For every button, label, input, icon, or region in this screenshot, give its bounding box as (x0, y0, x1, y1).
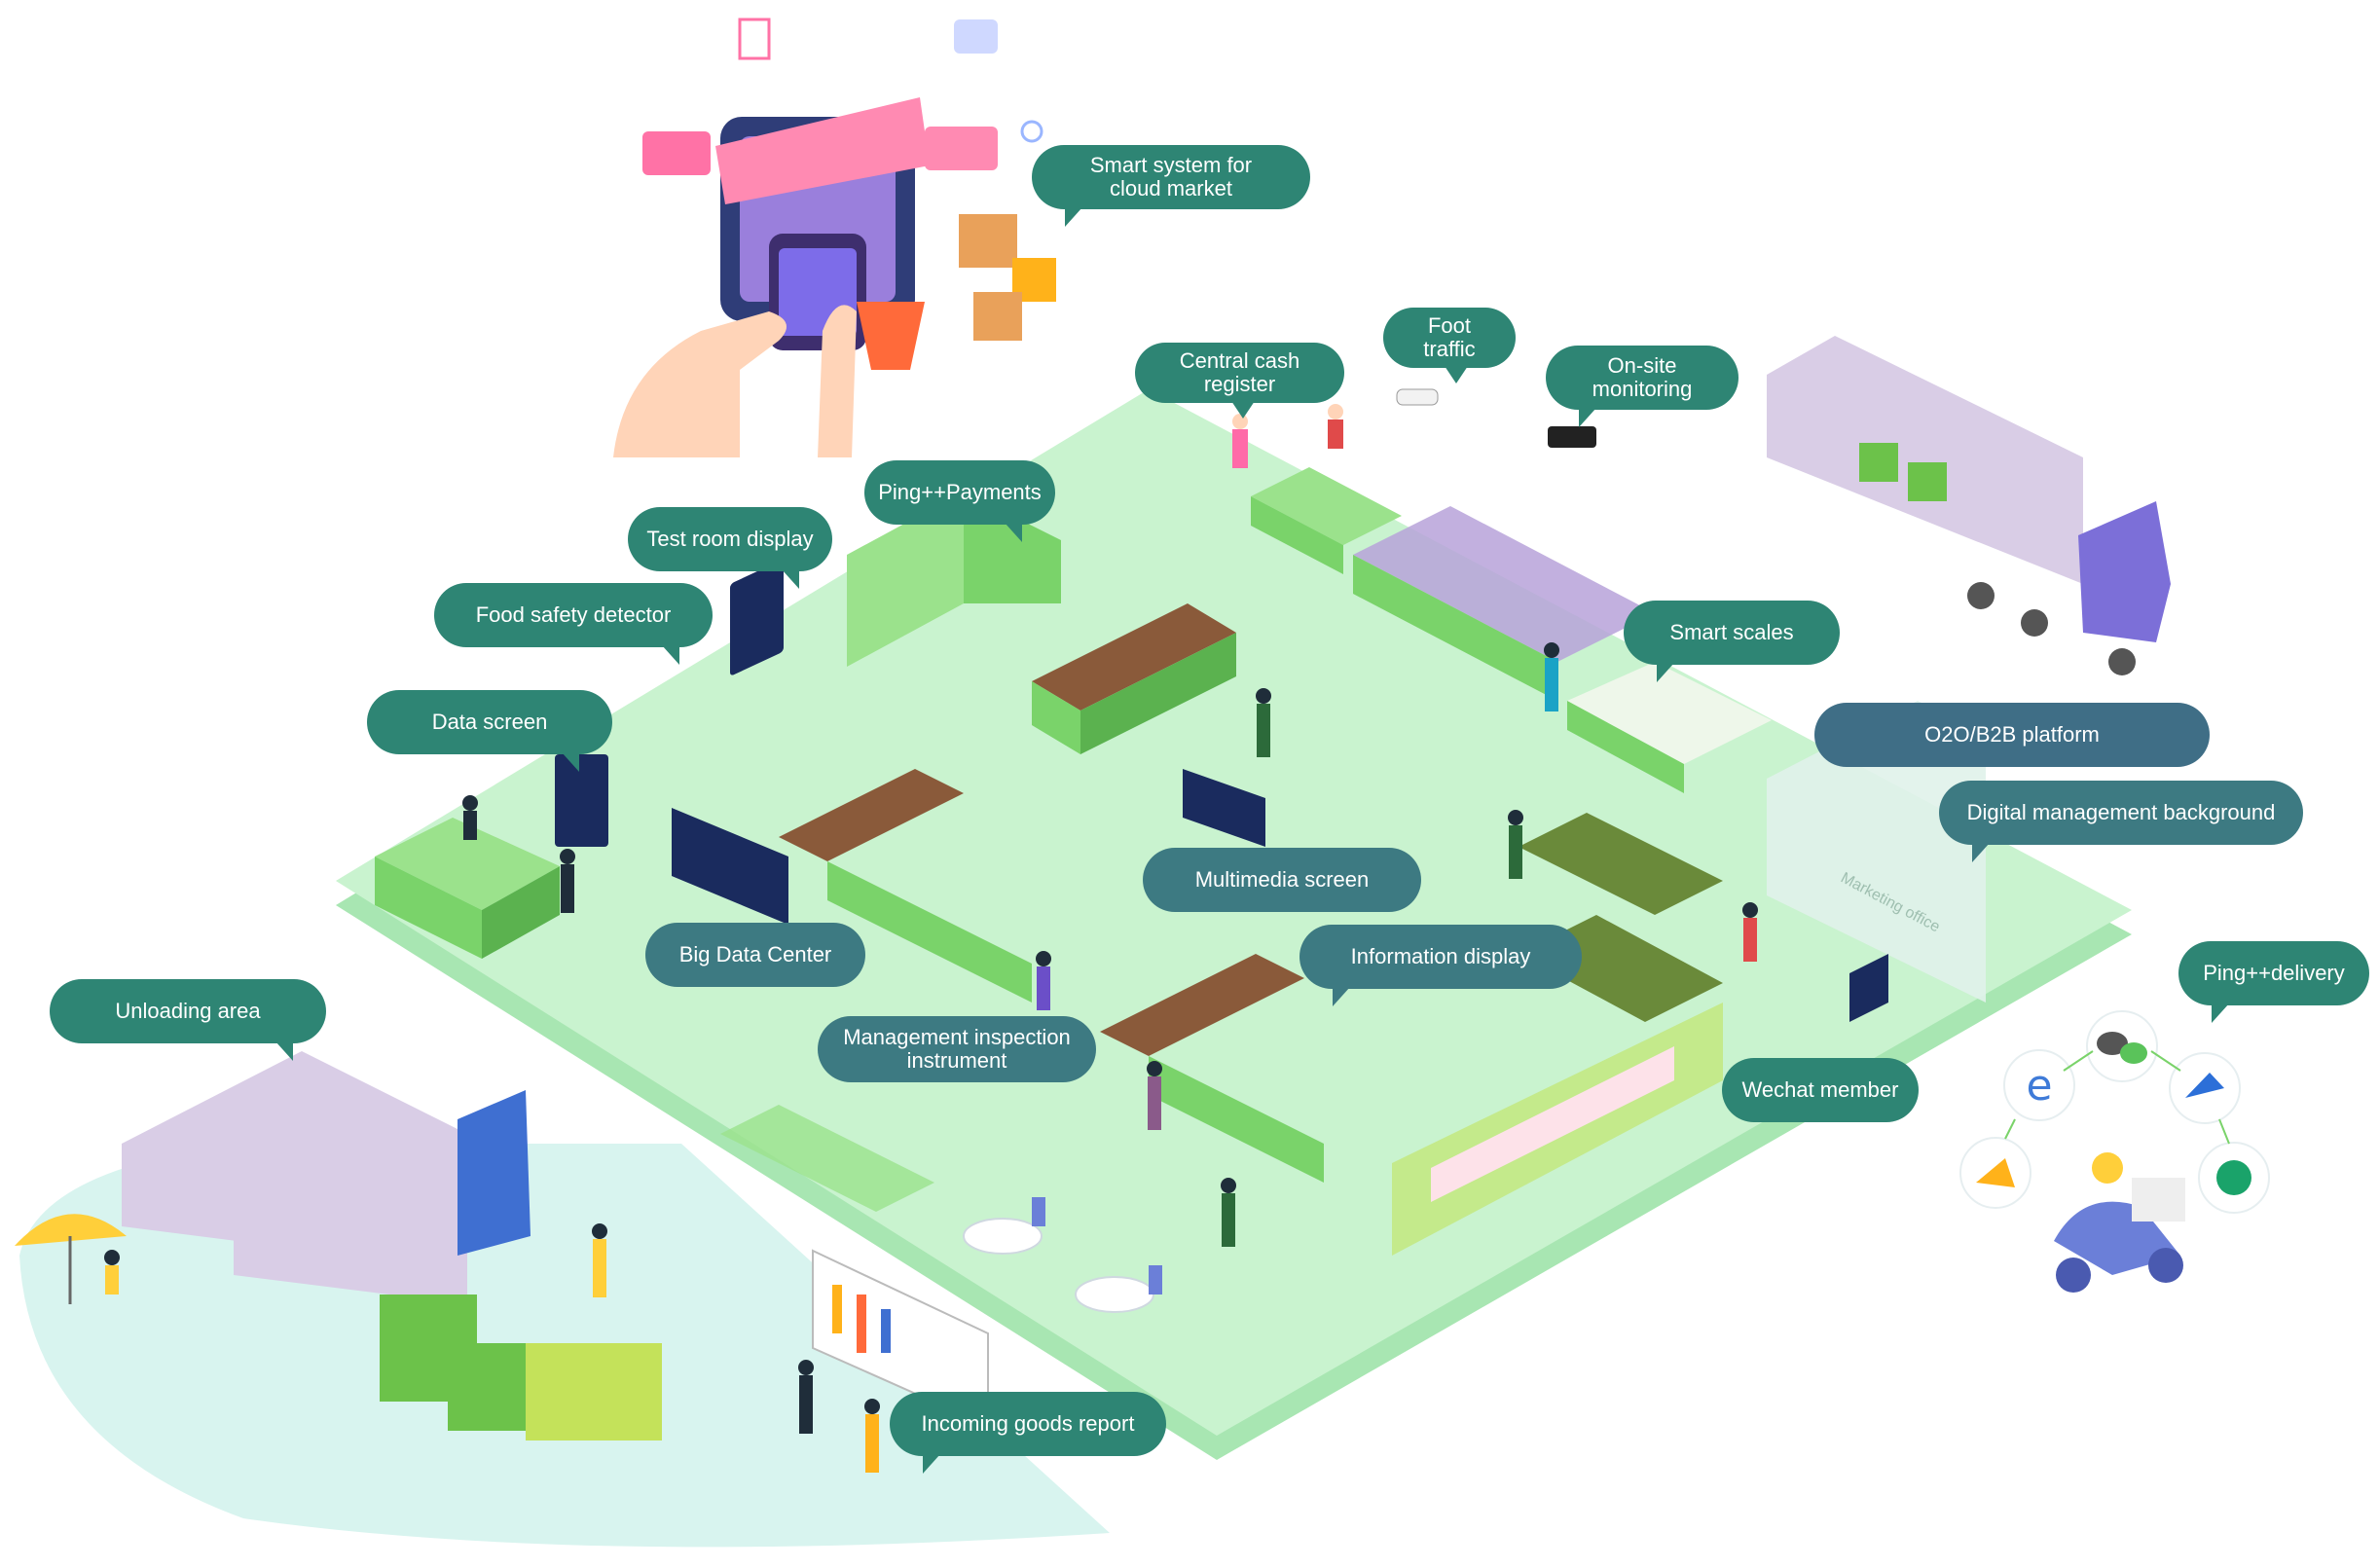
label-incoming-goods-report: Incoming goods report (890, 1392, 1166, 1474)
label-wechat-member: Wechat member (1722, 1058, 1919, 1122)
label-smart-scales: Smart scales (1624, 601, 1840, 682)
cameras (1396, 388, 1596, 448)
delivery-scooter (2054, 1152, 2185, 1293)
floor-platform (336, 389, 2132, 1460)
people (104, 404, 1758, 1473)
label-multimedia-screen: Multimedia screen (1143, 848, 1421, 912)
label-unloading-area: Unloading area (50, 979, 326, 1061)
label-information-display: Information display (1299, 925, 1582, 1006)
label-o2o-b2b-platform: O2O/B2B platform (1814, 703, 2210, 767)
label-central-cash-register: Central cash register (1135, 343, 1344, 419)
label-food-safety-detector: Food safety detector (434, 583, 713, 665)
label-ping-payments: Ping++Payments (864, 460, 1055, 542)
delivery-truck-top (1767, 336, 2171, 675)
cafe-tables (963, 1197, 1162, 1313)
label-digital-management-background: Digital management background (1939, 781, 2303, 862)
label-smart-system: Smart system for cloud market (1032, 145, 1310, 227)
label-ping-delivery: Ping++delivery (2178, 941, 2369, 1023)
eleme-icon (2003, 1049, 2075, 1121)
umbrella (15, 1214, 127, 1304)
cloud-market-illustration (613, 18, 1056, 457)
label-big-data-center: Big Data Center (645, 923, 865, 987)
svg-text:e: e (2026, 1061, 2052, 1111)
label-test-room-display: Test room display (628, 507, 832, 589)
delivery-app-icons: e (1959, 1010, 2270, 1214)
label-data-screen: Data screen (367, 690, 612, 772)
screens (555, 560, 1888, 1022)
label-management-inspection-instrument: Management inspection instrument (818, 1016, 1096, 1082)
label-onsite-monitoring: On-site monitoring (1546, 346, 1738, 427)
label-foot-traffic: Foot traffic (1383, 308, 1516, 383)
delivery-truck-unloading (122, 1051, 662, 1440)
